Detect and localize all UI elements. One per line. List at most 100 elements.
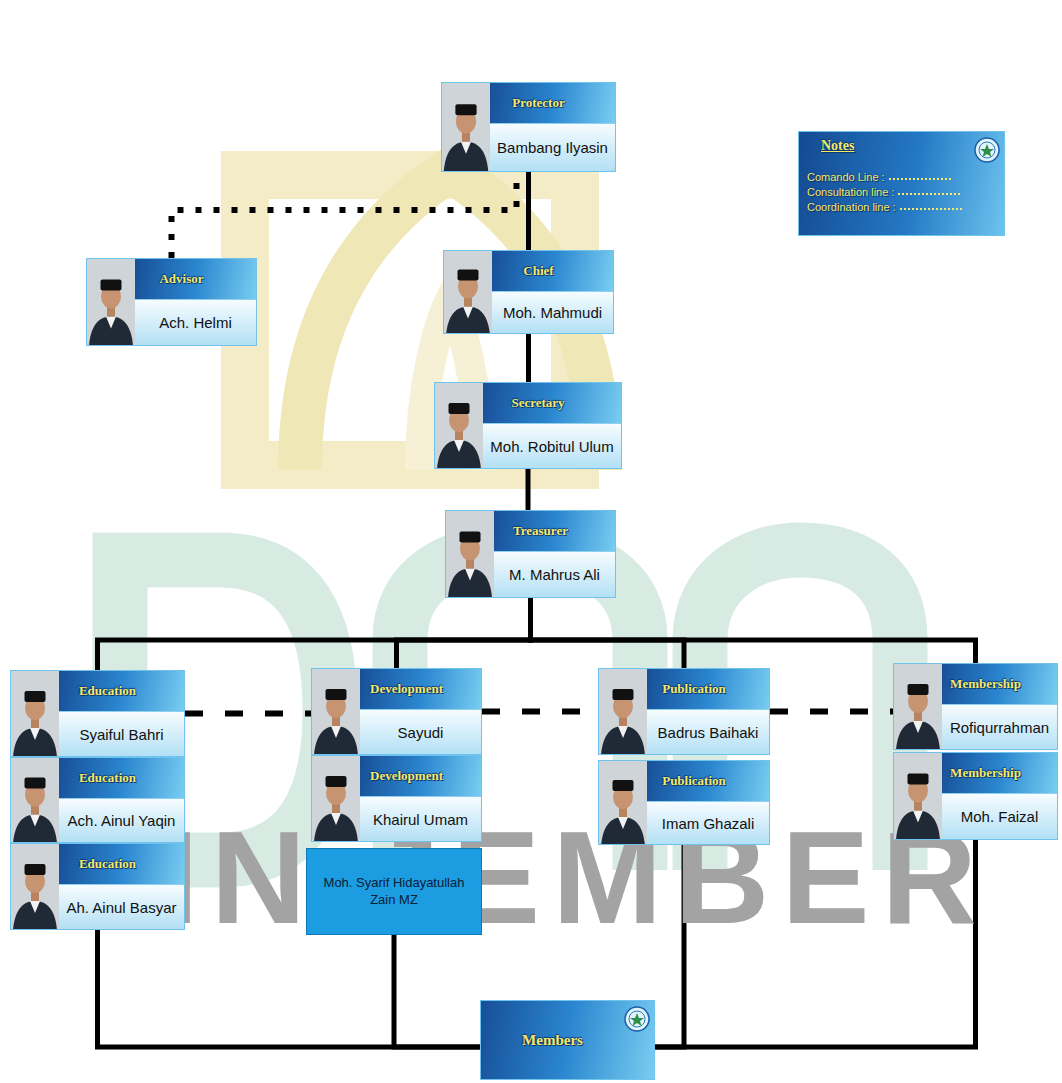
name-bar: Moh. Mahmudi — [492, 291, 613, 333]
role-title: Treasurer — [513, 523, 568, 539]
member-photo — [444, 251, 492, 333]
member-card: MembershipRofiqurrahman — [893, 663, 1058, 750]
members-title: Members — [522, 1032, 583, 1049]
member-name: Moh. Robitul Ulum — [490, 438, 613, 455]
member-card: DevelopmentKhairul Umam — [311, 755, 482, 842]
member-photo — [444, 251, 492, 333]
member-photo — [444, 251, 492, 333]
member-photo — [312, 669, 360, 754]
member-card: MembershipMoh. Faizal — [893, 752, 1058, 840]
member-name: Khairul Umam — [373, 811, 468, 828]
role-header: Development — [360, 756, 481, 796]
member-name: Syaiful Bahri — [79, 726, 163, 743]
connector — [482, 709, 598, 715]
logo-icon — [452, 675, 476, 699]
member-photo — [11, 758, 59, 842]
member-name: Rofiqurrahman — [950, 719, 1049, 736]
legend-text: Consultation line : — [807, 186, 894, 198]
role-title: Education — [79, 683, 136, 699]
connector — [655, 845, 684, 1047]
logo-icon — [586, 517, 610, 541]
legend-row: Coordination line : — [807, 198, 962, 213]
role-title: Publication — [662, 773, 726, 789]
logo-icon — [227, 265, 251, 289]
role-header: Chief — [492, 251, 613, 291]
member-name: Moh. Syarif Hidayatullah Zain MZ — [315, 875, 473, 908]
member-photo — [446, 511, 494, 597]
member-photo — [87, 259, 135, 345]
connector — [655, 840, 976, 1047]
role-title: Education — [79, 770, 136, 786]
name-bar: Ach. Ainul Yaqin — [59, 798, 184, 842]
connector — [526, 334, 531, 382]
member-photo — [894, 664, 942, 749]
member-card: ChiefMoh. Mahmudi — [443, 250, 614, 334]
role-header: Protector — [490, 83, 615, 123]
role-header: Publication — [647, 761, 769, 801]
role-header: Advisor — [135, 259, 256, 299]
connector — [98, 930, 481, 1047]
member-name: Bambang Ilyasin — [497, 139, 608, 156]
role-title: Chief — [523, 263, 553, 279]
name-bar: Syaiful Bahri — [59, 711, 184, 756]
name-bar: Badrus Baihaki — [647, 709, 769, 754]
member-card: PublicationBadrus Baihaki — [598, 668, 770, 755]
role-title: Education — [79, 856, 136, 872]
connector — [172, 172, 517, 258]
name-bar: Khairul Umam — [360, 796, 481, 841]
legend-row: Consultation line : — [807, 183, 962, 198]
logo-icon — [625, 1007, 649, 1031]
watermark-shapes — [120, 170, 900, 870]
members-box: Members — [480, 1000, 655, 1080]
member-name: M. Mahrus Ali — [509, 566, 600, 583]
role-title: Membership — [950, 765, 1021, 781]
logo-icon — [155, 677, 179, 701]
member-photo — [894, 664, 942, 749]
logo-icon — [452, 762, 476, 786]
member-name: Badrus Baihaki — [658, 724, 759, 741]
role-title: Publication — [662, 681, 726, 697]
member-photo — [442, 83, 490, 171]
name-bar: Moh. Faizal — [942, 793, 1057, 839]
name-bar: Ach. Helmi — [135, 299, 256, 345]
legend-text: Coordination line : — [807, 201, 896, 213]
logo-icon — [623, 1005, 651, 1033]
connector — [770, 709, 893, 715]
connector — [394, 935, 480, 1047]
member-card: EducationAh. Ainul Basyar — [10, 843, 185, 930]
member-photo — [11, 671, 59, 756]
legend-sample — [900, 208, 962, 210]
role-title: Protector — [512, 95, 564, 111]
member-photo — [442, 83, 490, 171]
member-card: PublicationImam Ghazali — [598, 760, 770, 845]
member-name: Moh. Faizal — [961, 808, 1039, 825]
legend: Comando Line : Consultation line : Coordin… — [807, 168, 962, 213]
role-header: Treasurer — [494, 511, 615, 551]
member-photo — [894, 753, 942, 839]
member-photo — [894, 753, 942, 839]
logo-icon — [155, 850, 179, 874]
logo-icon — [1028, 670, 1052, 694]
logo-icon — [975, 138, 999, 162]
member-card: ProtectorBambang Ilyasin — [441, 82, 616, 172]
name-box: Moh. Syarif Hidayatullah Zain MZ — [306, 848, 482, 935]
legend-row: Comando Line : — [807, 168, 962, 183]
member-photo — [11, 758, 59, 842]
member-photo — [312, 669, 360, 754]
connector — [531, 598, 976, 663]
member-photo — [312, 756, 360, 841]
member-photo — [599, 761, 647, 844]
connector — [526, 172, 531, 250]
member-photo — [442, 83, 490, 171]
role-title: Membership — [950, 676, 1021, 692]
role-header: Education — [59, 758, 184, 798]
name-bar: Bambang Ilyasin — [490, 123, 615, 171]
logo-icon — [1028, 759, 1052, 783]
member-photo — [11, 758, 59, 842]
legend-sample — [898, 193, 960, 195]
logo-icon — [155, 764, 179, 788]
member-photo — [599, 761, 647, 844]
member-card: Treasurer M. Mahrus Ali — [445, 510, 616, 598]
legend-text: Comando Line : — [807, 171, 885, 183]
member-card: EducationAch. Ainul Yaqin — [10, 757, 185, 843]
